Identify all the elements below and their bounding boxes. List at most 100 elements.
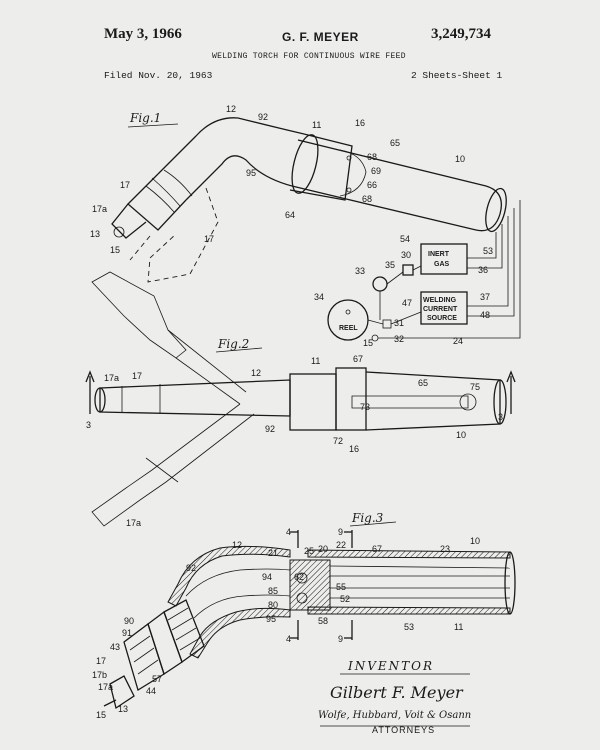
fig2-label: Fig.2 (217, 337, 249, 351)
svg-text:25: 25 (304, 546, 314, 556)
svg-text:17a: 17a (126, 518, 141, 528)
svg-text:10: 10 (470, 536, 480, 546)
svg-text:3: 3 (498, 412, 503, 422)
svg-text:53: 53 (404, 622, 414, 632)
svg-text:10: 10 (456, 430, 466, 440)
svg-text:62: 62 (294, 572, 304, 582)
svg-text:17: 17 (96, 656, 106, 666)
svg-text:11: 11 (311, 356, 320, 366)
svg-text:55: 55 (336, 582, 346, 592)
svg-text:15: 15 (363, 338, 373, 348)
svg-text:17a: 17a (92, 204, 107, 214)
svg-text:11: 11 (312, 120, 321, 130)
svg-text:68: 68 (362, 194, 372, 204)
svg-text:92: 92 (265, 424, 275, 434)
svg-text:33: 33 (355, 266, 365, 276)
svg-text:12: 12 (226, 104, 236, 114)
inventor-signature: Gilbert F. Meyer (330, 683, 464, 702)
svg-text:52: 52 (340, 594, 350, 604)
svg-text:22: 22 (336, 540, 346, 550)
svg-text:SOURCE: SOURCE (427, 315, 457, 322)
svg-text:36: 36 (478, 265, 488, 275)
svg-text:32: 32 (394, 334, 404, 344)
svg-text:95: 95 (246, 168, 256, 178)
svg-text:85: 85 (268, 586, 278, 596)
svg-text:WELDING: WELDING (423, 297, 457, 304)
gas-valve (373, 277, 387, 291)
svg-text:43: 43 (110, 642, 120, 652)
fig1-drawing: Fig.1 INERT (112, 111, 520, 341)
svg-text:16: 16 (355, 118, 365, 128)
svg-text:20: 20 (318, 544, 328, 554)
svg-text:80: 80 (268, 600, 278, 610)
svg-text:30: 30 (401, 250, 411, 260)
svg-text:92: 92 (186, 563, 196, 573)
svg-text:17: 17 (132, 371, 142, 381)
svg-text:9: 9 (338, 634, 343, 644)
svg-text:34: 34 (314, 292, 324, 302)
svg-text:72: 72 (333, 436, 343, 446)
svg-text:INERT: INERT (428, 251, 450, 258)
inventor-label: INVENTOR (347, 659, 434, 673)
fig2-reference-numerals: 11 67 12 17a 17 65 75 73 92 72 16 10 3 3… (86, 354, 503, 528)
svg-text:12: 12 (232, 540, 242, 550)
svg-text:69: 69 (371, 166, 381, 176)
svg-text:17: 17 (204, 234, 214, 244)
svg-text:21: 21 (268, 548, 278, 558)
svg-text:67: 67 (353, 354, 363, 364)
svg-text:64: 64 (285, 210, 295, 220)
svg-text:3: 3 (86, 420, 91, 430)
svg-text:57: 57 (152, 674, 162, 684)
svg-text:15: 15 (110, 245, 120, 255)
svg-text:67: 67 (372, 544, 382, 554)
fig1-handle-body (292, 140, 501, 231)
fig1-label: Fig.1 (129, 111, 161, 125)
svg-text:CURRENT: CURRENT (423, 306, 458, 313)
svg-text:11: 11 (454, 622, 463, 632)
svg-text:68: 68 (367, 152, 377, 162)
svg-text:GAS: GAS (434, 261, 450, 268)
attorneys-signature: Wolfe, Hubbard, Voit & Osann (318, 710, 471, 721)
svg-text:66: 66 (367, 180, 377, 190)
svg-text:17a: 17a (98, 682, 113, 692)
svg-text:13: 13 (90, 229, 100, 239)
svg-text:REEL: REEL (339, 325, 358, 332)
svg-text:23: 23 (440, 544, 450, 554)
svg-text:95: 95 (266, 614, 276, 624)
svg-text:4: 4 (286, 527, 291, 537)
svg-text:13: 13 (118, 704, 128, 714)
svg-text:58: 58 (318, 616, 328, 626)
svg-text:15: 15 (96, 710, 106, 720)
svg-text:10: 10 (455, 154, 465, 164)
svg-text:9: 9 (338, 527, 343, 537)
svg-text:47: 47 (402, 298, 412, 308)
svg-text:73: 73 (360, 402, 370, 412)
svg-text:53: 53 (483, 246, 493, 256)
svg-text:92: 92 (258, 112, 268, 122)
svg-text:16: 16 (349, 444, 359, 454)
fig3-drawing: Fig.3 (104, 511, 515, 708)
attorneys-label: ATTORNEYS (372, 725, 435, 735)
svg-text:31: 31 (394, 318, 404, 328)
svg-text:12: 12 (251, 368, 261, 378)
svg-text:90: 90 (124, 616, 134, 626)
svg-text:48: 48 (480, 310, 490, 320)
inventor-block: INVENTOR Gilbert F. Meyer Wolfe, Hubbard… (318, 659, 471, 735)
fig3-label: Fig.3 (351, 511, 384, 525)
svg-text:17a: 17a (104, 373, 119, 383)
svg-text:54: 54 (400, 234, 410, 244)
svg-text:37: 37 (480, 292, 490, 302)
svg-text:91: 91 (122, 628, 132, 638)
svg-text:24: 24 (453, 336, 463, 346)
svg-text:17b: 17b (92, 670, 107, 680)
svg-text:4: 4 (286, 634, 291, 644)
wire-reel (328, 300, 368, 340)
svg-text:65: 65 (390, 138, 400, 148)
svg-text:44: 44 (146, 686, 156, 696)
inert-gas-box (421, 244, 467, 274)
svg-text:75: 75 (470, 382, 480, 392)
svg-text:35: 35 (385, 260, 395, 270)
svg-text:17: 17 (120, 180, 130, 190)
